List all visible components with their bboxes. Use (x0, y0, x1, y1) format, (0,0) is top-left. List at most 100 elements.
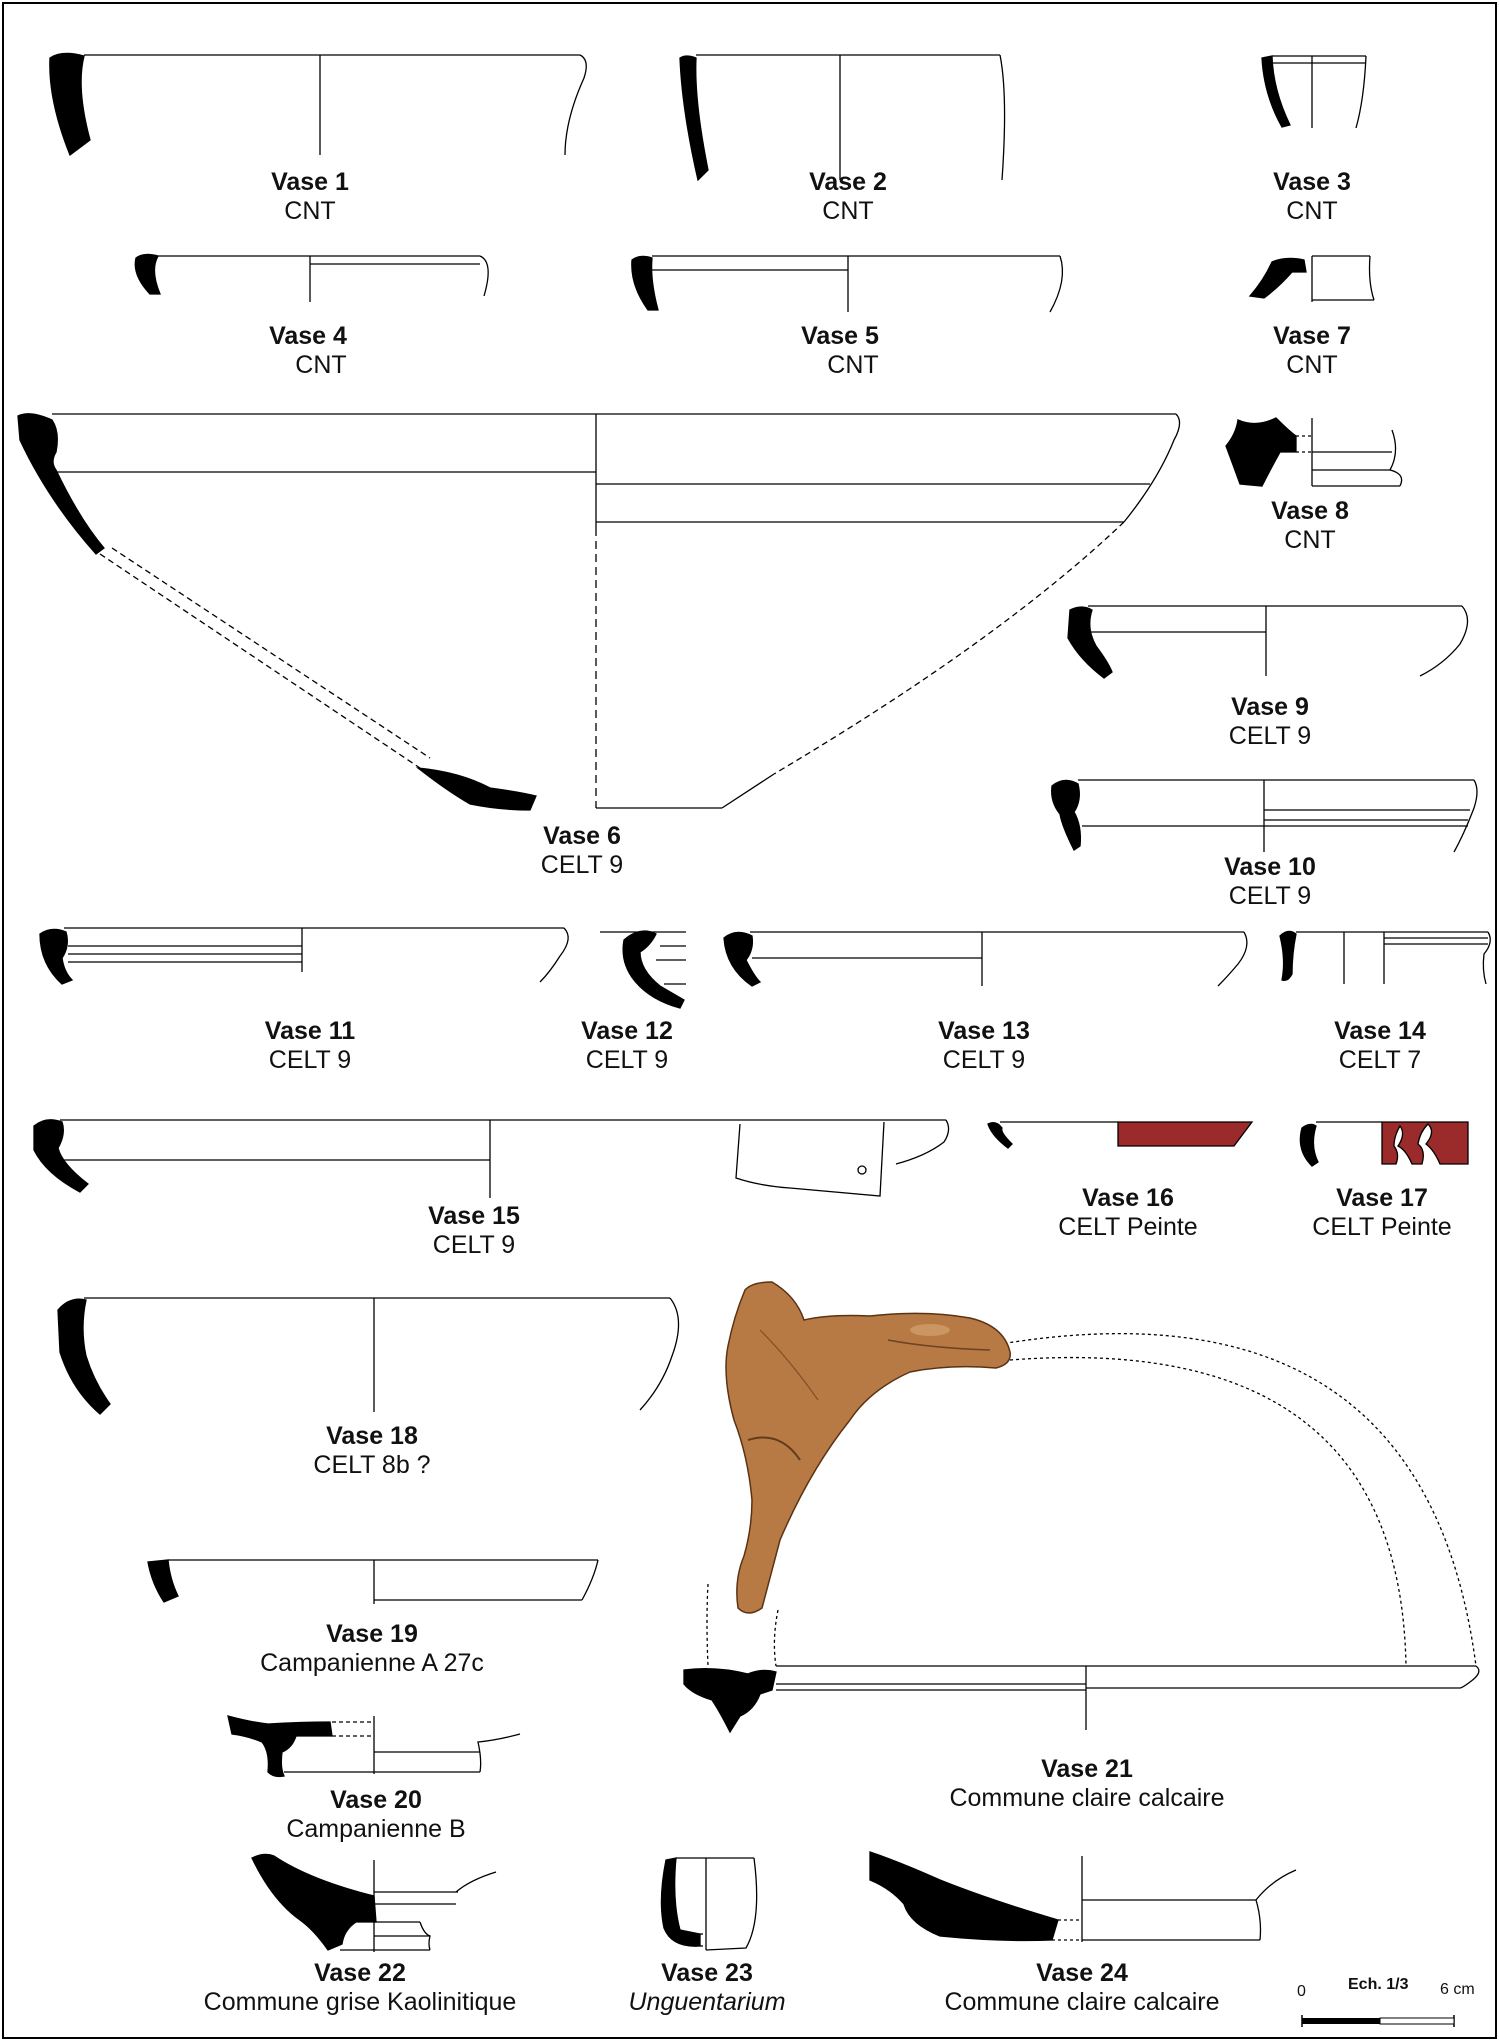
vase-name: Vase 20 (330, 1786, 422, 1814)
vase-2-drawing (679, 54, 1006, 182)
scale-title: Ech. 1/3 (1348, 1976, 1409, 1993)
caption-vase-9: Vase 9 CELT 9 (1200, 693, 1340, 751)
caption-vase-10: Vase 10 CELT 9 (1200, 853, 1340, 911)
vase-name: Vase 1 (271, 168, 349, 196)
vase-type: CNT (827, 350, 879, 379)
caption-vase-6: Vase 6 CELT 9 (512, 822, 652, 880)
vase-name: Vase 9 (1231, 693, 1309, 721)
vase-name: Vase 7 (1273, 322, 1351, 350)
vase-16-drawing (987, 1121, 1254, 1149)
vase-name: Vase 13 (938, 1017, 1030, 1045)
vase-name: Vase 11 (264, 1017, 356, 1045)
vase-15-drawing (33, 1119, 950, 1198)
vase-type: CELT 9 (540, 850, 624, 879)
caption-vase-14: Vase 14 CELT 7 (1310, 1017, 1450, 1075)
vase-3-drawing (1261, 55, 1367, 129)
vase-name: Vase 12 (581, 1017, 673, 1045)
caption-vase-22: Vase 22 Commune grise Kaolinitique (190, 1959, 530, 2017)
vase-20-drawing (227, 1715, 521, 1778)
fragment-photo (725, 1281, 1011, 1614)
caption-vase-11: Vase 11 CELT 9 (240, 1017, 380, 1075)
vase-19-drawing (147, 1559, 599, 1604)
vase-type: Commune claire calcaire (949, 1783, 1225, 1812)
vase-type: CELT 9 (585, 1045, 669, 1074)
vase-name: Vase 8 (1271, 497, 1349, 525)
vase-18-drawing (57, 1297, 680, 1415)
vase-name: Vase 5 (801, 322, 879, 350)
vase-type: CELT Peinte (1312, 1212, 1452, 1241)
vase-type: CNT (284, 196, 336, 225)
vase-name: Vase 6 (543, 822, 621, 850)
caption-vase-19: Vase 19 Campanienne A 27c (222, 1620, 522, 1678)
vase-type: Campanienne A 27c (260, 1648, 484, 1677)
vase-name: Vase 16 (1082, 1184, 1174, 1212)
caption-vase-17: Vase 17 CELT Peinte (1282, 1184, 1482, 1242)
vase-name: Vase 2 (809, 168, 887, 196)
scale-max-label: 6 cm (1440, 1981, 1475, 1998)
vase-name: Vase 21 (1041, 1755, 1133, 1783)
vase-13-drawing (723, 931, 1248, 987)
caption-vase-4: Vase 4 CNT (238, 322, 378, 380)
caption-vase-2: Vase 2 CNT (778, 168, 918, 226)
vase-name: Vase 17 (1336, 1184, 1428, 1212)
vase-name: Vase 14 (1334, 1017, 1426, 1045)
caption-vase-3: Vase 3 CNT (1242, 168, 1382, 226)
scale-zero-label: 0 (1297, 1983, 1306, 2000)
caption-vase-16: Vase 16 CELT Peinte (1028, 1184, 1228, 1242)
vase-name: Vase 15 (428, 1202, 520, 1230)
vase-type: Campanienne B (286, 1814, 466, 1843)
vase-24-drawing (869, 1851, 1297, 1942)
vase-12-drawing (600, 930, 686, 1009)
vase-type: Commune claire calcaire (944, 1987, 1220, 2016)
vase-type: CNT (1286, 196, 1338, 225)
vase-22-drawing (251, 1853, 497, 1952)
vase-17-drawing (1299, 1121, 1469, 1167)
vase-name: Vase 23 (661, 1959, 753, 1987)
vase-name: Vase 19 (326, 1620, 418, 1648)
caption-vase-7: Vase 7 CNT (1242, 322, 1382, 380)
caption-vase-13: Vase 13 CELT 9 (914, 1017, 1054, 1075)
vase-name: Vase 22 (314, 1959, 406, 1987)
vase-name: Vase 3 (1273, 168, 1351, 196)
caption-vase-12: Vase 12 CELT 9 (557, 1017, 697, 1075)
vase-name: Vase 24 (1036, 1959, 1128, 1987)
vase-name: Vase 18 (326, 1422, 418, 1450)
vase-type: CELT 7 (1338, 1045, 1422, 1074)
vase-type: CNT (1284, 525, 1336, 554)
vase-7-drawing (1248, 255, 1375, 302)
vase-type: CELT 9 (432, 1230, 516, 1259)
vase-1-drawing (49, 52, 587, 157)
vase-11-drawing (39, 927, 569, 985)
caption-vase-15: Vase 15 CELT 9 (404, 1202, 544, 1260)
vase-type: CELT 9 (1228, 721, 1312, 750)
vase-5-drawing (631, 255, 1064, 313)
caption-vase-21: Vase 21 Commune claire calcaire (912, 1755, 1262, 1813)
vase-type: CELT 8b ? (313, 1450, 431, 1479)
vase-type: CNT (822, 196, 874, 225)
vase-type: CNT (1286, 350, 1338, 379)
vase-14-drawing (1279, 930, 1491, 985)
vase-23-drawing (660, 1857, 758, 1951)
caption-vase-5: Vase 5 CNT (770, 322, 910, 380)
vase-name: Vase 4 (269, 322, 347, 350)
caption-vase-1: Vase 1 CNT (240, 168, 380, 226)
vase-type: Unguentarium (628, 1987, 786, 2016)
vase-9-drawing (1067, 605, 1469, 679)
vase-type: CELT 9 (1228, 881, 1312, 910)
vase-type: CELT 9 (268, 1045, 352, 1074)
caption-vase-8: Vase 8 CNT (1240, 497, 1380, 555)
vase-10-drawing (1051, 779, 1478, 853)
vase-8-drawing (1225, 417, 1403, 487)
vase-6-drawing (17, 413, 1181, 811)
caption-vase-23: Vase 23 Unguentarium (612, 1959, 802, 2017)
vase-4-drawing (134, 253, 489, 302)
scale-bar (1301, 2015, 1455, 2027)
vase-21-drawing (683, 1333, 1480, 1734)
caption-vase-24: Vase 24 Commune claire calcaire (912, 1959, 1252, 2017)
vase-name: Vase 10 (1224, 853, 1316, 881)
vase-type: Commune grise Kaolinitique (203, 1987, 517, 2016)
vase-type: CNT (295, 350, 347, 379)
vase-type: CELT 9 (942, 1045, 1026, 1074)
